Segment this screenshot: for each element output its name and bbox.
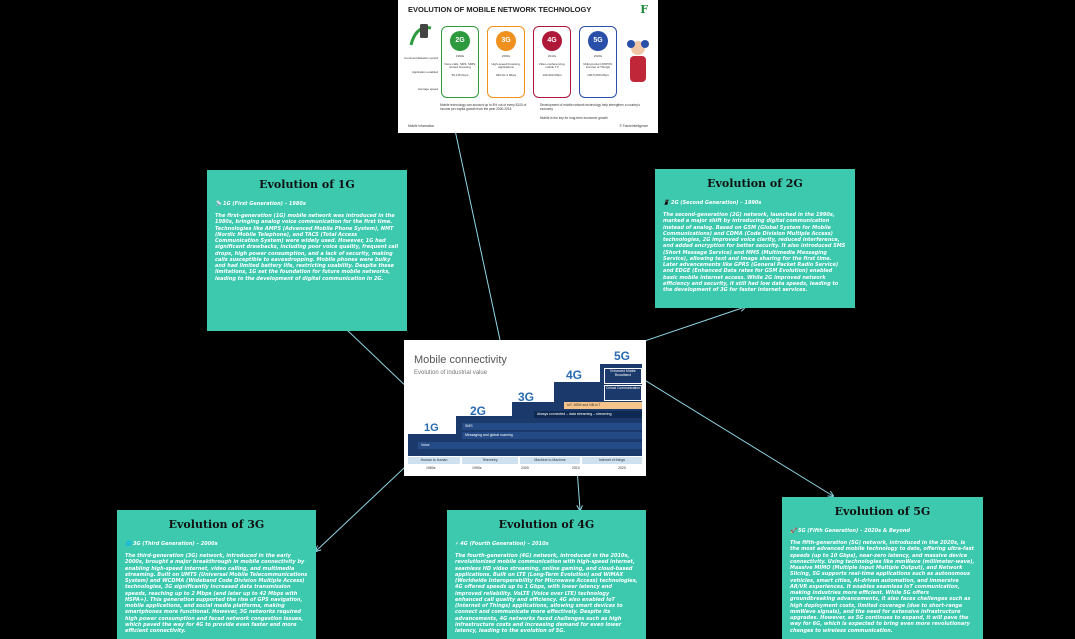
row-label-speed: Average speed xyxy=(417,87,438,91)
source-right: © FutureIntelligence xyxy=(619,124,648,128)
card-5g[interactable]: Evolution of 5G 🚀 5G (Fifth Generation) … xyxy=(782,497,983,639)
year-label: 2010 xyxy=(572,466,580,470)
infographic-title: EVOLUTION OF MOBILE NETWORK TECHNOLOGY xyxy=(408,5,592,14)
note-left: Mobile technology can account up to 8% o… xyxy=(440,103,527,111)
chart-subtitle: Evolution of industrial value xyxy=(414,370,488,376)
card-body: The second-generation (2G) network, laun… xyxy=(663,212,846,293)
connector-top-to-chart xyxy=(454,129,501,341)
box-critical: Critical Communication xyxy=(604,385,642,401)
card-body: The first-generation (1G) mobile network… xyxy=(215,213,399,282)
gen-speed: 56-115 Kbps xyxy=(451,72,469,77)
gen-period: 2000s xyxy=(501,54,511,58)
gen-badge: 5G xyxy=(588,31,608,51)
era-m2m: Machine to Machine xyxy=(520,457,580,464)
card-subtitle: 🌐 3G (Third Generation) – 2000s xyxy=(125,541,218,547)
gen-label-5g: 5G xyxy=(614,349,631,363)
note-right-2: Mobile is the key for long-term economic… xyxy=(540,116,608,120)
bar-voice: Voice xyxy=(418,442,642,449)
gen-application: High-speed browsing, applications xyxy=(491,61,521,70)
card-title: Evolution of 2G xyxy=(707,177,803,190)
card-3g[interactable]: Evolution of 3G 🌐 3G (Third Generation) … xyxy=(117,510,316,639)
person-illustration xyxy=(627,40,649,82)
gen-period: 2020s xyxy=(593,54,603,58)
card-title: Evolution of 5G xyxy=(834,505,931,518)
card-title: Evolution of 1G xyxy=(259,178,355,191)
year-label: 1980s xyxy=(426,466,436,470)
mobile-network-infographic: EVOLUTION OF MOBILE NETWORK TECHNOLOGY F… xyxy=(398,0,658,133)
gen-application: Multi-product (MIPVS: Internet of Things… xyxy=(583,61,613,70)
mobile-connectivity-chart: Mobile connectivity Evolution of industr… xyxy=(404,340,646,476)
bar-iot: IoT, M2M and NB-IoT xyxy=(564,402,642,409)
gen-label-3g: 3G xyxy=(518,390,535,404)
gen-label-1g: 1G xyxy=(424,422,439,434)
row-label-application: Application enabled xyxy=(411,70,438,74)
gen-label-4g: 4G xyxy=(566,368,583,382)
box-embb: Enhanced Mobile Broadband xyxy=(604,368,642,384)
gen-period: 2010s xyxy=(547,54,557,58)
card-subtitle: 🚀 5G (Fifth Generation) – 2020s & Beyond xyxy=(790,528,910,534)
year-label: 1990s xyxy=(472,466,482,470)
era-iot: Internet of things xyxy=(582,457,642,464)
gen-card-5g: 5G 2020s Multi-product (MIPVS: Internet … xyxy=(579,26,617,98)
source-left: Mobile Information xyxy=(408,124,435,128)
gen-period: 1990s xyxy=(455,54,465,58)
card-body: The fifth-generation (5G) network, intro… xyxy=(790,540,975,634)
gen-badge: 3G xyxy=(496,31,516,51)
gen-badge: 4G xyxy=(542,31,562,51)
infographic-logo: F xyxy=(640,3,648,16)
card-body: The third-generation (3G) network, intro… xyxy=(125,553,308,634)
gen-speed: 100-300 Mbps xyxy=(542,72,562,77)
note-right-1: Development of mobile network technology… xyxy=(540,103,641,111)
gen-badge: 2G xyxy=(450,31,470,51)
bar-always-connected: Always connected – data streaming – stre… xyxy=(534,411,642,418)
gen-application: Video conferencing, mobile TV xyxy=(538,61,566,70)
gen-speed: 320 Kb-4 Mbps xyxy=(495,72,517,77)
gen-card-2g: 2G 1990s Voice calls, SMS, MMS, limited … xyxy=(441,26,479,98)
phone-illustration xyxy=(409,24,432,46)
gen-speed: 100-5,000 Mbps xyxy=(587,72,609,77)
era-human: Human to human xyxy=(408,457,460,464)
bar-messaging: Messaging and global roaming xyxy=(462,432,642,439)
gen-card-4g: 4G 2010s Video conferencing, mobile TV 1… xyxy=(533,26,571,98)
card-title: Evolution of 3G xyxy=(168,518,265,531)
card-subtitle: 📱 2G (Second Generation) – 1990s xyxy=(663,200,762,206)
card-title: Evolution of 4G xyxy=(498,518,595,531)
card-2g[interactable]: Evolution of 2G 📱 2G (Second Generation)… xyxy=(655,169,855,308)
year-label: 2020 xyxy=(618,466,626,470)
chart-title: Mobile connectivity xyxy=(414,354,507,366)
connector-chart-to-5g xyxy=(611,359,833,496)
gen-label-2g: 2G xyxy=(470,404,487,418)
card-subtitle: 📡 1G (First Generation) – 1980s xyxy=(215,201,306,207)
gen-application: Voice calls, SMS, MMS, limited browsing xyxy=(444,61,476,70)
card-body: The fourth-generation (4G) network, intr… xyxy=(455,553,638,634)
card-4g[interactable]: Evolution of 4G ⚡ 4G (Fourth Generation)… xyxy=(447,510,646,639)
gen-card-3g: 3G 2000s High-speed browsing, applicatio… xyxy=(487,26,525,98)
year-label: 2000 xyxy=(521,466,529,470)
card-subtitle: ⚡ 4G (Fourth Generation) – 2010s xyxy=(455,541,549,547)
bar-sms: SMS xyxy=(462,423,642,430)
card-1g[interactable]: Evolution of 1G 📡 1G (First Generation) … xyxy=(207,170,407,331)
era-telemetry: Telemetry xyxy=(462,457,518,464)
row-label-period: Commercialisation period xyxy=(404,56,438,60)
